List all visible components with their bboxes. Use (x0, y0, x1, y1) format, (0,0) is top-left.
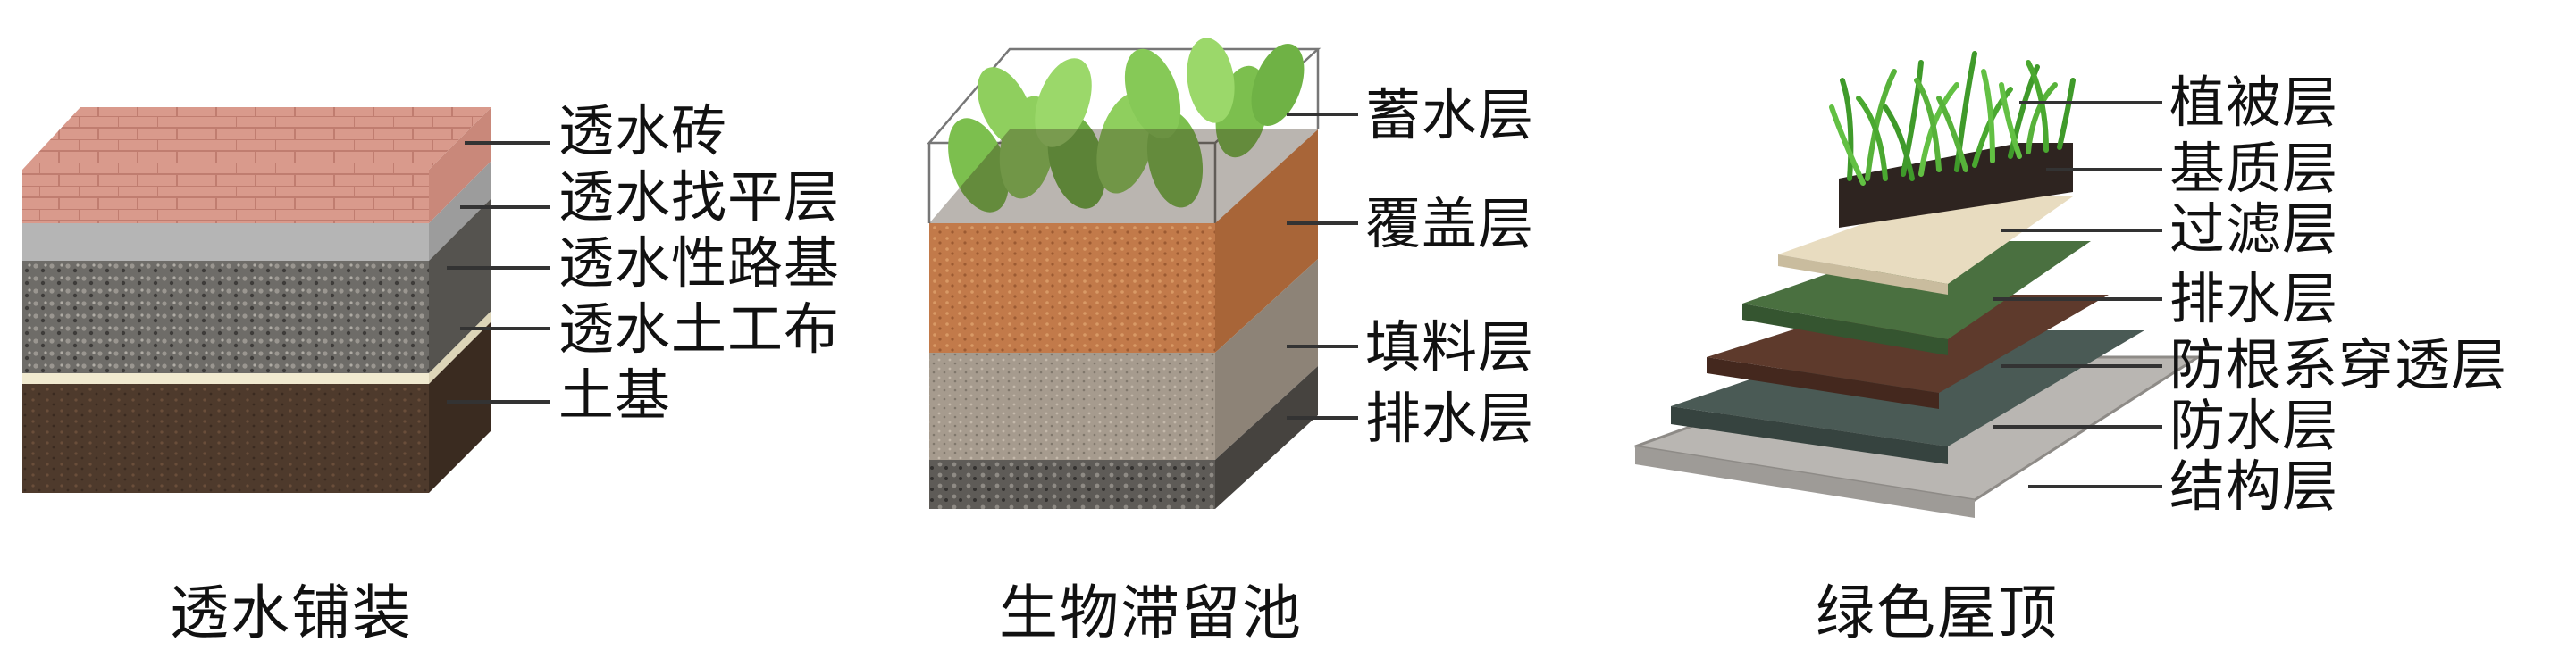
layer-label-permeable-leveling: 透水找平层 (558, 164, 841, 229)
leveling-layer (22, 223, 429, 261)
bioretention-illustration (927, 38, 1358, 509)
layer-label-substrate: 基质层 (2169, 136, 2339, 201)
grass-vegetation (1829, 51, 2076, 186)
drainage-layer (1742, 241, 2091, 339)
layer-label-drainage: 排水层 (1365, 386, 1535, 451)
brick-layer (22, 170, 429, 223)
caption-green-roof: 绿色屋顶 (1816, 579, 2059, 647)
permeable-paving-illustration (22, 107, 550, 493)
leader-lines (1993, 101, 2162, 488)
drainage-gravel-layer (929, 460, 1215, 509)
layer-label-root-barrier: 防根系穿透层 (2169, 332, 2508, 397)
plant-leaves (948, 38, 1305, 213)
layer-label-drainage: 排水层 (2169, 266, 2339, 331)
layer-label-structural: 结构层 (2169, 454, 2339, 519)
layer-label-permeable-subgrade: 透水性路基 (558, 230, 841, 296)
layer-label-soil-base: 土基 (558, 363, 672, 428)
gravel-layer (22, 261, 429, 373)
caption-permeable-paving: 透水铺装 (170, 579, 413, 647)
layer-label-waterproof: 防水层 (2169, 393, 2339, 458)
caption-bioretention: 生物滞留池 (999, 579, 1303, 647)
layer-label-filter: 过滤层 (2169, 196, 2339, 262)
leader-lines (1287, 113, 1358, 420)
fill-layer (929, 353, 1215, 460)
panel-green-roof: 植被层 基质层 过滤层 排水层 防根系穿透层 防水层 结构层 绿色屋顶 (1608, 0, 2576, 667)
layer-label-mulch: 覆盖层 (1365, 191, 1535, 256)
layer-label-fill: 填料层 (1365, 314, 1535, 379)
geotextile-layer (22, 373, 429, 384)
green-roof-illustration (1634, 51, 2203, 518)
substrate-layer (1839, 143, 2073, 228)
panel-bioretention: 蓄水层 覆盖层 填料层 排水层 生物滞留池 (894, 0, 1653, 667)
brick-top-face (22, 107, 491, 170)
leader-lines (447, 141, 550, 404)
layer-label-permeable-geotextile: 透水土工布 (558, 296, 841, 362)
mulch-layer (929, 223, 1215, 353)
layer-label-permeable-brick: 透水砖 (558, 98, 728, 163)
filter-layer (1778, 196, 2073, 284)
panel-permeable-paving: 透水砖 透水找平层 透水性路基 透水土工布 土基 透水铺装 (0, 0, 876, 667)
layer-label-water-storage: 蓄水层 (1365, 82, 1535, 147)
soil-layer (22, 384, 429, 493)
layer-label-vegetation: 植被层 (2169, 70, 2339, 135)
